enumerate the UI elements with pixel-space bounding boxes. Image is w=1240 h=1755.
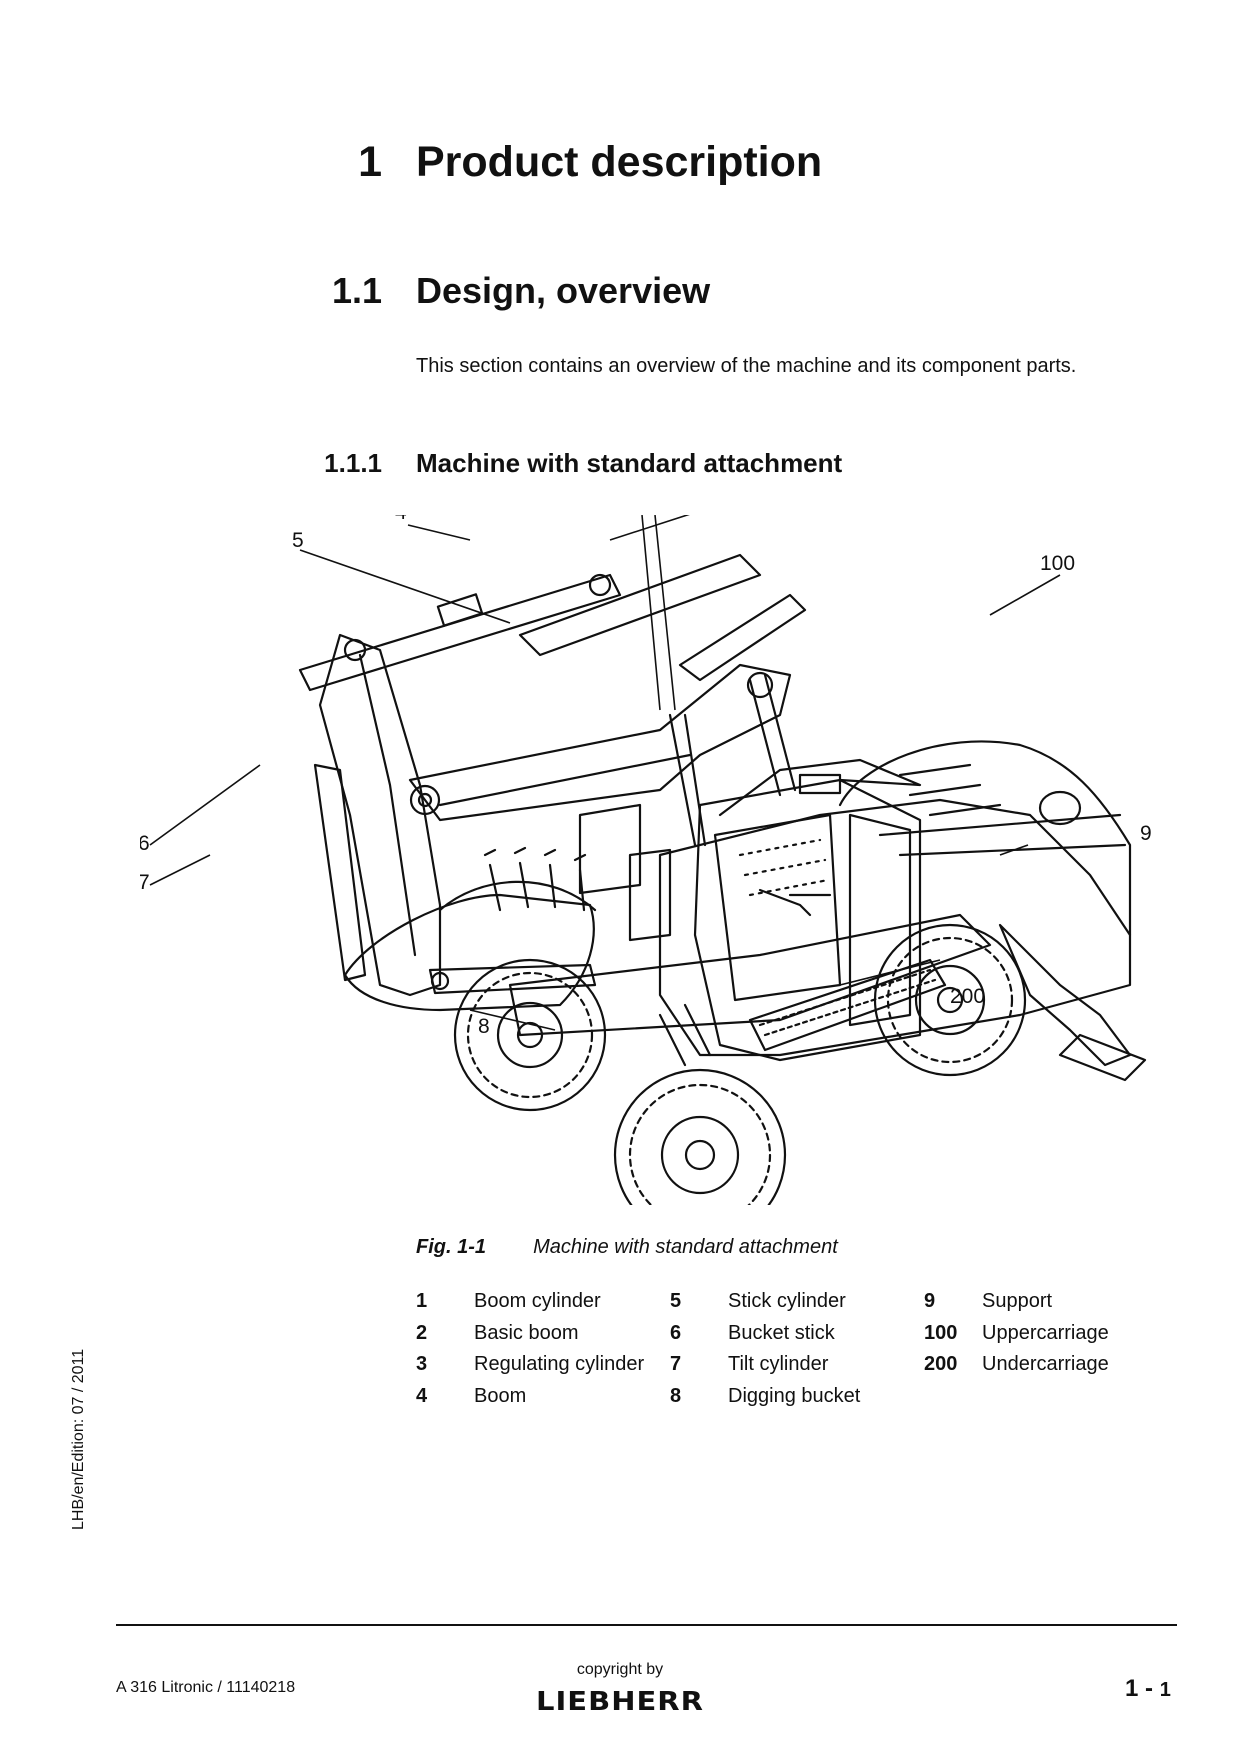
callout-5: 5: [292, 529, 304, 552]
legend-item: 4 Boom: [416, 1381, 644, 1413]
legend-number: 1: [416, 1290, 428, 1312]
chapter-title: Product description: [416, 138, 823, 186]
legend-number: 5: [670, 1290, 682, 1312]
legend-number: 2: [416, 1321, 428, 1344]
legend-item: 5 Stick cylinder: [670, 1286, 860, 1318]
figure-caption: Fig. 1-1 Machine with standard attachmen…: [416, 1236, 838, 1259]
legend-column-3: 9 Support 100 Uppercarriage 200 Undercarria…: [924, 1286, 1109, 1381]
callout-100: 100: [1040, 552, 1075, 575]
chapter-number: 1: [358, 138, 382, 186]
edition-side-text: LHB/en/Edition: 07 / 2011: [70, 1348, 87, 1530]
legend-item: 7 Tilt cylinder: [670, 1349, 860, 1381]
legend-item: 3 Regulating cylinder: [416, 1349, 644, 1381]
front-left-wheel: [613, 1068, 787, 1205]
legend-number: 200: [924, 1353, 958, 1375]
legend-column-2: 5 Stick cylinder 6 Bucket stick 7 Tilt cyli…: [670, 1286, 860, 1412]
footer-rule: [116, 1624, 1177, 1626]
legend-number: 9: [924, 1290, 936, 1312]
legend-label: Basic boom: [474, 1321, 579, 1344]
legend-number: 100: [924, 1321, 958, 1344]
intro-text: This section contains an overview of the…: [416, 355, 1077, 377]
legend-column-1: 1 Boom cylinder 2 Basic boom 3 Regulating c…: [416, 1286, 644, 1412]
page-separator: -: [1145, 1675, 1154, 1702]
callout-6: 6: [140, 832, 150, 855]
legend-number: 4: [416, 1384, 428, 1407]
rear-left-wheel: [453, 958, 607, 1112]
callout-7: 7: [140, 871, 150, 894]
legend-item: 2 Basic boom: [416, 1318, 644, 1350]
legend-item: 100 Uppercarriage: [924, 1318, 1109, 1350]
subsection-title: Machine with standard attachment: [416, 448, 843, 478]
legend-label: Bucket stick: [728, 1321, 835, 1344]
legend-label: Support: [982, 1290, 1053, 1312]
legend-label: Tilt cylinder: [728, 1353, 829, 1375]
footer-copyright: copyright by: [576, 1661, 664, 1678]
legend-item: 8 Digging bucket: [670, 1381, 860, 1413]
page-num: 1: [1159, 1679, 1171, 1701]
legend-label: Uppercarriage: [982, 1321, 1109, 1344]
legend-label: Boom: [474, 1384, 527, 1407]
callout-4: 4: [395, 515, 407, 524]
legend-label: Regulating cylinder: [474, 1353, 645, 1375]
legend-number: 6: [670, 1321, 682, 1344]
section-number: 1.1: [331, 270, 382, 311]
legend-item: 9 Support: [924, 1286, 1109, 1318]
callout-200: 200: [950, 985, 985, 1008]
legend-item: 200 Undercarriage: [924, 1349, 1109, 1381]
subsection-number: 1.1.1: [324, 448, 382, 478]
section-title: Design, overview: [416, 270, 711, 311]
footer-model-id: A 316 Litronic / 11140218: [116, 1679, 296, 1696]
callout-9: 9: [1140, 822, 1152, 845]
legend-label: Digging bucket: [728, 1384, 861, 1407]
excavator-figure: 3 2 1 4 5 100 6 7 9 200 8: [140, 515, 1152, 1205]
page-number: 1 - 1: [1125, 1675, 1171, 1703]
legend-label: Undercarriage: [982, 1353, 1109, 1375]
legend-number: 7: [670, 1353, 682, 1375]
legend-item: 1 Boom cylinder: [416, 1286, 644, 1318]
legend-item: 6 Bucket stick: [670, 1318, 860, 1350]
legend-number: 3: [416, 1353, 428, 1375]
legend-number: 8: [670, 1384, 682, 1407]
figure-caption-text: Machine with standard attachment: [533, 1236, 838, 1258]
liebherr-logo: LIEBHERR: [536, 1685, 704, 1717]
legend-label: Stick cylinder: [728, 1290, 846, 1312]
page-chapter: 1: [1125, 1675, 1139, 1702]
callout-8: 8: [478, 1015, 490, 1038]
figure-label: Fig. 1-1: [416, 1236, 487, 1258]
legend-label: Boom cylinder: [474, 1290, 601, 1312]
